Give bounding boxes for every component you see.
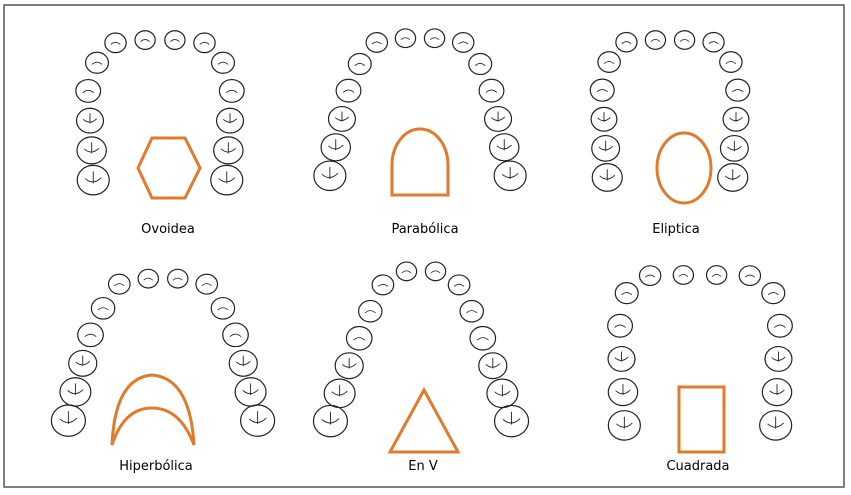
label-ovoidea: Ovoidea: [58, 222, 278, 237]
label-cuadrada: Cuadrada: [588, 459, 808, 474]
label-en-v: En V: [313, 459, 533, 474]
label-hiperbolica: Hiperbólica: [46, 459, 266, 474]
label-parabolica: Parabólica: [315, 222, 535, 237]
label-eliptica: Eliptica: [566, 222, 786, 237]
